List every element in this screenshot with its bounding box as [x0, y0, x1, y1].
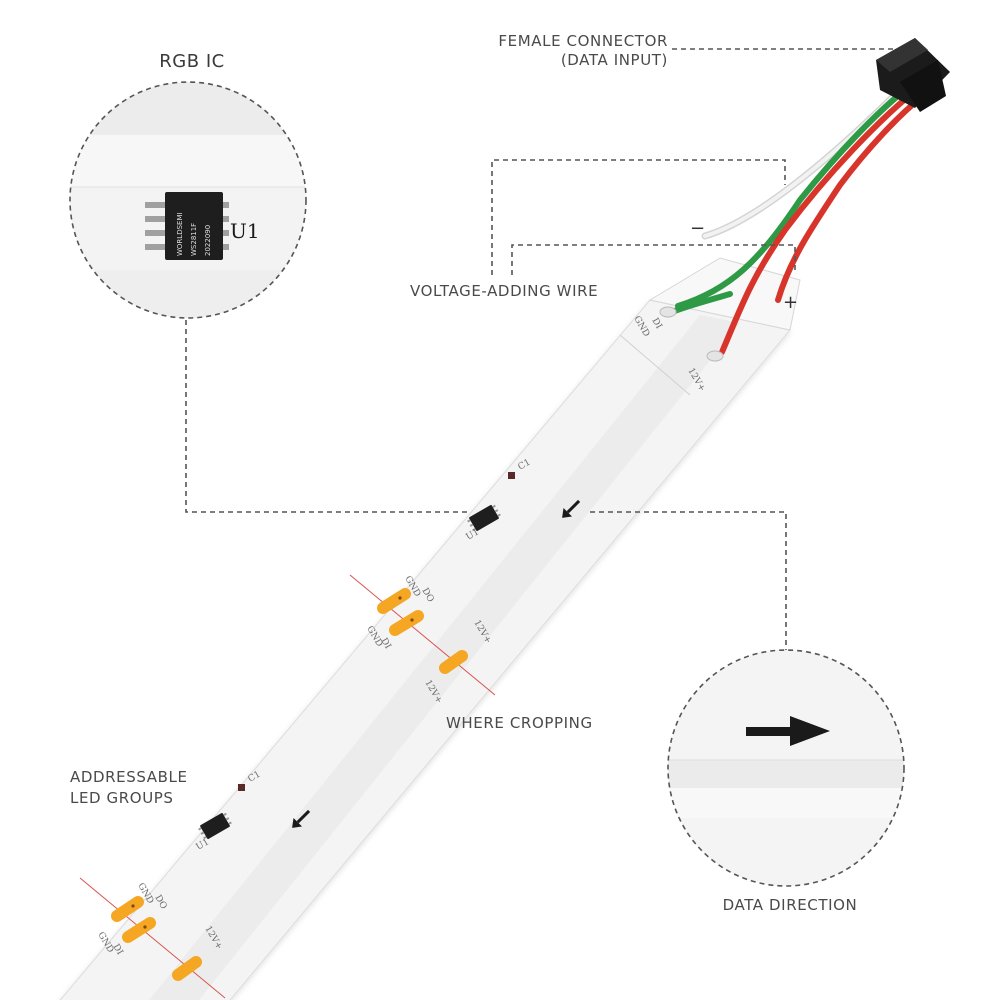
- pcb-di-l2: DI: [110, 943, 124, 958]
- capacitor-lower: [238, 784, 245, 791]
- wire-green: [675, 87, 908, 309]
- minus-mark: −: [690, 218, 705, 239]
- arrow-icon: [562, 499, 581, 518]
- chip-designator: U1: [230, 219, 260, 243]
- led-strip: [59, 257, 801, 1000]
- rgb-ic-label: RGB IC: [159, 51, 224, 72]
- leader-rgb-ic: [185, 320, 470, 513]
- pcb-di-u2: DI: [378, 637, 392, 652]
- cut-line-upper: [349, 574, 496, 696]
- data-direction-label: DATA DIRECTION: [723, 896, 858, 914]
- chip-line3: 2022090: [204, 225, 212, 256]
- connector-label-line1: FEMALE CONNECTOR: [498, 32, 668, 50]
- wire-red-1: [719, 92, 913, 355]
- wire-green-end: [669, 291, 733, 315]
- leader-voltage-b: [511, 244, 796, 275]
- connector-icon: [876, 38, 950, 112]
- leader-data-direction: [590, 511, 787, 650]
- addressable-label-line2: LED GROUPS: [70, 789, 174, 807]
- chip-line2: WS2811F: [190, 223, 198, 256]
- cut-zone-lower: GND DO GND DI 12V+: [79, 877, 226, 999]
- voltage-wire-label: VOLTAGE-ADDING WIRE: [410, 282, 598, 300]
- connector-label-line2: (DATA INPUT): [561, 51, 668, 69]
- data-direction-magnifier: [667, 649, 905, 887]
- capacitor-upper: [508, 472, 515, 479]
- chip-icon: [467, 504, 501, 532]
- arrow-icon: [746, 716, 830, 746]
- leader-lines: [185, 48, 895, 650]
- rgb-ic-magnifier: WORLDSEMI WS2811F 2022090 U1: [69, 81, 307, 319]
- chip-icon: [198, 812, 232, 840]
- wire-red-2: [775, 97, 921, 303]
- strip-diffuser: [149, 315, 740, 1000]
- cut-line-lower: [79, 877, 226, 999]
- arrow-icon: [292, 809, 311, 828]
- addressable-label-line1: ADDRESSABLE: [70, 768, 188, 786]
- plus-mark: +: [783, 292, 798, 313]
- wires: [659, 81, 921, 362]
- leader-voltage-a: [491, 159, 786, 275]
- pcb-di-top: DI: [649, 317, 663, 332]
- chip-icon: WORLDSEMI WS2811F 2022090: [145, 192, 229, 260]
- wire-white: [701, 81, 909, 240]
- where-cropping-label: WHERE CROPPING: [446, 714, 593, 732]
- chip-line1: WORLDSEMI: [176, 212, 184, 256]
